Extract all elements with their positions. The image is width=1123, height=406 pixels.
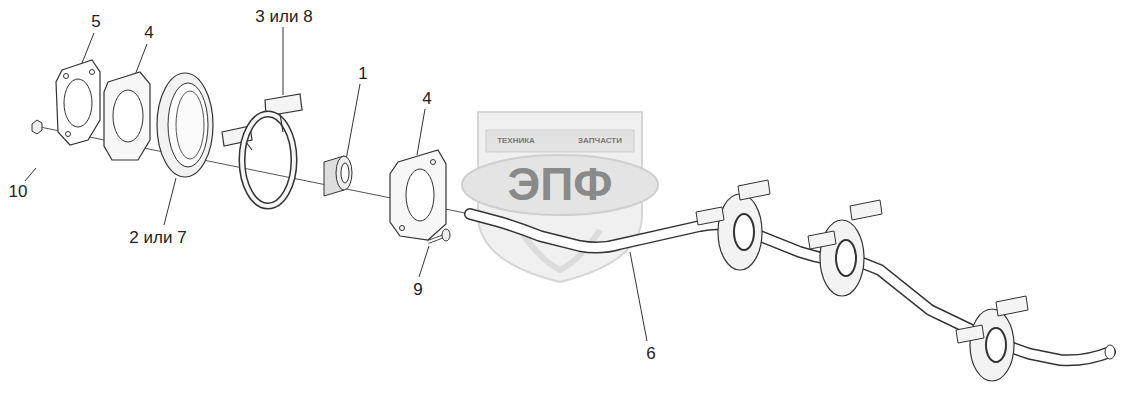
bracket <box>222 94 302 206</box>
mounted-bracket <box>956 296 1028 381</box>
callout-number: 6 <box>646 345 655 362</box>
callout-number: 10 <box>9 183 28 200</box>
gasket <box>56 60 100 145</box>
callout-number: 4 <box>422 90 431 107</box>
watermark-text: ТЕХНИКА <box>497 137 535 145</box>
bushing <box>324 156 352 196</box>
plate <box>104 72 150 160</box>
callout-number: 2 или 7 <box>129 229 186 246</box>
watermark-text: ЗАПЧАСТИ <box>578 137 622 145</box>
nut <box>32 120 42 134</box>
callout-number: 5 <box>91 13 100 30</box>
callout-number: 9 <box>413 281 422 298</box>
plate <box>390 150 446 240</box>
bolt <box>428 229 450 242</box>
leader-lines <box>25 27 647 341</box>
callout-number: 1 <box>358 65 367 82</box>
watermark-logo: ЭПФ <box>507 161 612 207</box>
watermark-shield <box>462 112 658 282</box>
mounted-bracket <box>808 200 882 296</box>
shaft <box>470 214 1115 360</box>
callout-number: 4 <box>144 24 153 41</box>
callout-number: 3 или 8 <box>255 8 312 25</box>
ring <box>157 73 213 177</box>
mounted-bracket <box>696 180 770 270</box>
